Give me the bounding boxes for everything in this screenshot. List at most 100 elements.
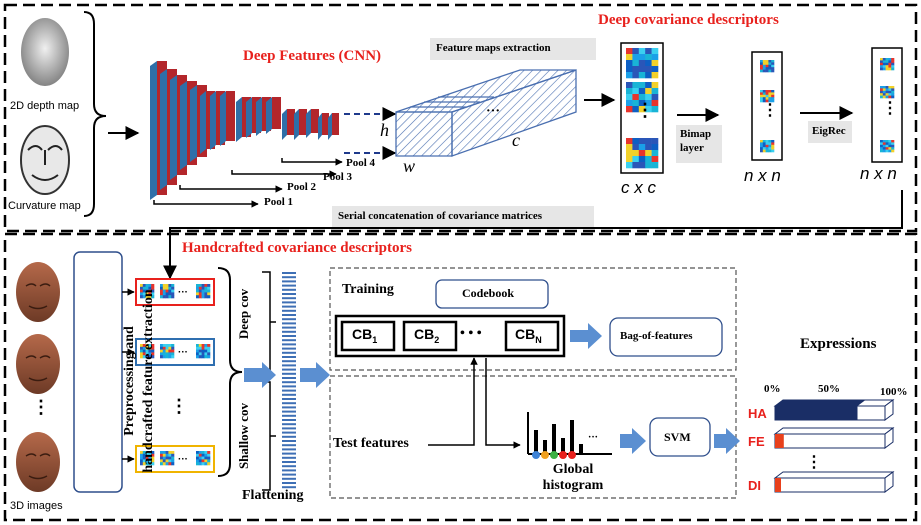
test-features-label: Test features — [333, 436, 409, 451]
row-matrix-cell — [207, 289, 211, 293]
row-matrix-cell — [140, 289, 144, 293]
cov-matrix-cell — [765, 94, 769, 98]
row-matrix-cell — [165, 355, 169, 359]
row-matrix-cell — [204, 346, 208, 350]
row-matrix-cell — [168, 453, 172, 457]
cov-matrix-cell — [765, 149, 769, 153]
row-matrix-cell — [207, 346, 211, 350]
cov-matrix-cell — [888, 93, 892, 96]
flatten-stripe — [282, 456, 296, 459]
cnn-layer-side — [220, 91, 226, 146]
pool-1-label: Pool 1 — [264, 196, 294, 208]
row-matrix-cell — [165, 349, 169, 353]
row-matrix-cell — [162, 295, 166, 299]
row-matrix-cell — [198, 459, 202, 463]
row-matrix-cell — [198, 355, 202, 359]
cov-matrix-cell — [885, 147, 889, 150]
cov-matrix-cell — [632, 88, 640, 95]
row-matrix-cell — [168, 292, 172, 296]
row-matrix-cell — [140, 344, 144, 348]
row-matrix-cell — [204, 292, 208, 296]
row-matrix-cell — [207, 459, 211, 463]
cov-matrix-cell — [768, 90, 772, 93]
cnn-layer-side — [266, 97, 272, 134]
expression-bars — [773, 399, 895, 493]
row-matrix-cell — [160, 453, 164, 457]
flatten-stripe — [282, 326, 296, 329]
3d-images-label: 3D images — [10, 500, 63, 512]
row-matrix-cell — [207, 292, 211, 296]
flatten-stripe — [282, 293, 296, 295]
row-matrix-cell — [168, 284, 172, 288]
row-matrix-cell — [140, 286, 144, 290]
cov-matrix-cell — [760, 144, 764, 148]
row-matrix-cell — [201, 284, 205, 288]
cov-matrix-cell — [762, 64, 766, 68]
face-feature — [25, 355, 51, 382]
cov-matrix-cell — [888, 62, 892, 66]
row-matrix-cell — [145, 355, 149, 359]
row-matrix-cell — [145, 284, 149, 288]
row-matrix-cell — [168, 289, 172, 293]
flatten-stripe — [282, 448, 296, 451]
pool-2-label: Pool 2 — [287, 181, 317, 193]
cov-matrix-cell — [885, 140, 889, 143]
row-matrix-cell — [142, 284, 146, 288]
row-matrix-cell — [207, 355, 211, 359]
row-matrix-cell — [171, 346, 175, 350]
row-matrix-cell — [162, 286, 166, 290]
cov-matrix-cell — [771, 62, 775, 66]
row-matrix-cell — [198, 453, 202, 457]
row-matrix-cell — [196, 295, 200, 299]
cov-matrix-cell — [882, 142, 886, 146]
row-matrix-cell — [201, 349, 205, 353]
cov-matrix-cell — [771, 64, 775, 68]
expr-bar-top — [773, 427, 895, 435]
row-matrix-cell — [165, 286, 169, 290]
cov-matrix-cell — [765, 140, 769, 143]
row-matrix-cell — [171, 459, 175, 463]
cov-matrix-cell — [632, 100, 640, 107]
row-matrix-cell — [207, 349, 211, 353]
cov-matrix-cell — [771, 147, 775, 150]
flatten-stripe — [282, 318, 296, 321]
row-matrix-cell — [165, 292, 169, 296]
cov-matrix-cell — [765, 92, 769, 96]
row-ellipsis: ··· — [178, 287, 188, 298]
cov-matrix-cell — [880, 93, 884, 96]
top-panel-border — [3, 3, 918, 233]
cov-matrix-cell — [638, 94, 646, 101]
cov-matrix-cell — [891, 144, 895, 148]
row-matrix-cell — [168, 459, 172, 463]
row-matrix-cell — [140, 295, 144, 299]
cov-matrix-cell — [760, 60, 764, 63]
eigrec-label-box — [808, 121, 852, 143]
cb1-label: CB1 — [352, 326, 378, 345]
row-matrix-cell — [204, 344, 208, 348]
cov-matrix-cell — [762, 67, 766, 70]
cnn-layer-side — [328, 113, 332, 140]
flatten-stripe — [282, 406, 296, 409]
row-matrix-cell — [148, 292, 152, 296]
cov-matrix-cell — [638, 72, 646, 79]
cov-matrix-cell — [880, 88, 884, 92]
cov-matrix-cell — [885, 142, 889, 146]
cov-matrix-cell — [880, 149, 884, 153]
cov-matrix-cell — [651, 150, 659, 157]
cov-matrix-cell — [645, 72, 652, 79]
cov-matrix-cell — [632, 150, 640, 157]
cov-matrix-cell — [638, 66, 646, 73]
cov-matrix-cell — [765, 67, 769, 70]
row-matrix-cell — [140, 355, 144, 359]
row-matrix-cell — [165, 346, 169, 350]
row-matrix-cell — [204, 355, 208, 359]
cov-matrix-cell — [880, 60, 884, 64]
row-matrix-cell — [196, 286, 200, 290]
row-matrix-cell — [142, 346, 146, 350]
row-matrix-cell — [160, 459, 164, 463]
cov-matrix-cell — [626, 100, 633, 107]
serial-label: Serial concatenation of covariance matri… — [338, 210, 543, 222]
row-ellipsis: ··· — [178, 454, 188, 465]
h-label: h — [380, 120, 389, 140]
cov-matrix-cell — [765, 62, 769, 66]
